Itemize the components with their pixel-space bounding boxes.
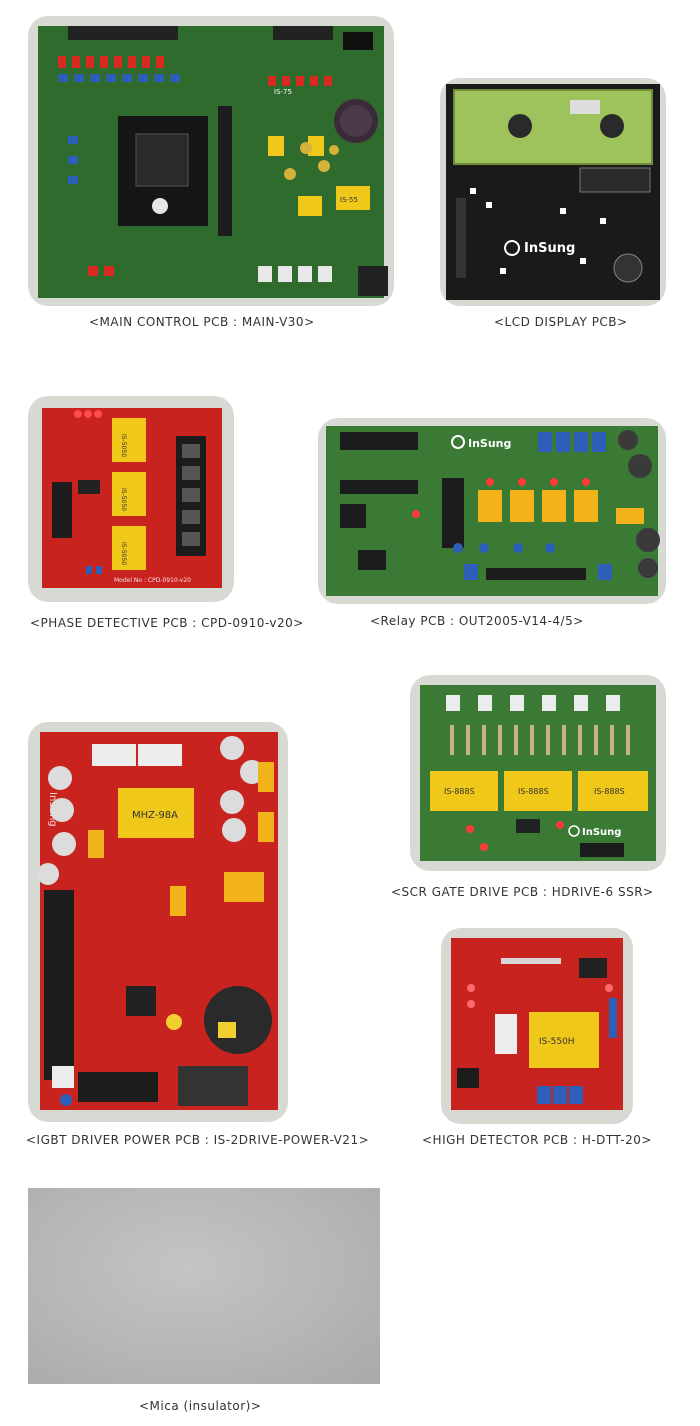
igbt-driver-power-pcb-illustration: MHZ-98A InSung (37, 732, 278, 1110)
mica-insulator-photo (28, 1188, 380, 1384)
lcd-display-caption: <LCD DISPLAY PCB> (494, 315, 628, 329)
high-detector-pcb-photo: IS-550H (441, 928, 633, 1124)
phase-model-text: Model No : CPD-0910-v20 (114, 577, 191, 584)
high-detector-pcb-illustration: IS-550H (451, 938, 623, 1110)
lcd-display-pcb-photo: InSung (440, 78, 666, 306)
lcd-display-pcb-illustration: InSung (446, 84, 660, 300)
high-transformer-label: IS-550H (539, 1037, 575, 1047)
main-label-1: IS-75 (274, 88, 292, 96)
mica-caption: <Mica (insulator)> (139, 1399, 262, 1413)
phase-detective-pcb-photo: IS-5050 IS-5050 IS-5050 Model No : CPD-0… (28, 396, 234, 602)
main-control-pcb-illustration: IS-75 IS-55 (38, 26, 388, 298)
scr-transformer-label-2: IS-888S (518, 787, 549, 796)
scr-transformer-label-1: IS-888S (444, 787, 475, 796)
main-control-caption: <MAIN CONTROL PCB : MAIN-V30> (89, 315, 315, 329)
relay-brand-logo: InSung (468, 437, 511, 450)
relay-pcb-photo: InSung (318, 418, 666, 604)
relay-pcb-illustration: InSung (326, 426, 660, 596)
lcd-brand-logo: InSung (524, 241, 575, 256)
igbt-driver-power-pcb-photo: MHZ-98A InSung (28, 722, 288, 1122)
relay-caption: <Relay PCB : OUT2005-V14-4/5> (370, 614, 584, 628)
scr-brand-logo: InSung (582, 827, 621, 838)
phase-transformer-label-2: IS-5050 (120, 488, 127, 511)
igbt-transformer-label: MHZ-98A (132, 810, 178, 821)
scr-gate-drive-caption: <SCR GATE DRIVE PCB : HDRIVE-6 SSR> (391, 885, 654, 899)
phase-detective-caption: <PHASE DETECTIVE PCB : CPD-0910-v20> (30, 616, 304, 630)
phase-transformer-label-1: IS-5050 (120, 434, 127, 457)
high-detector-caption: <HIGH DETECTOR PCB : H-DTT-20> (422, 1133, 652, 1147)
phase-transformer-label-3: IS-5050 (120, 542, 127, 565)
main-control-pcb-photo: IS-75 IS-55 (28, 16, 394, 306)
phase-detective-pcb-illustration: IS-5050 IS-5050 IS-5050 Model No : CPD-0… (42, 408, 222, 588)
igbt-driver-power-caption: <IGBT DRIVER POWER PCB : IS-2DRIVE-POWER… (26, 1133, 370, 1147)
scr-gate-drive-pcb-illustration: IS-888S IS-888S IS-888S InSung (420, 685, 656, 861)
main-label-2: IS-55 (340, 196, 358, 204)
scr-transformer-label-3: IS-888S (594, 787, 625, 796)
scr-gate-drive-pcb-photo: IS-888S IS-888S IS-888S InSung (410, 675, 666, 871)
